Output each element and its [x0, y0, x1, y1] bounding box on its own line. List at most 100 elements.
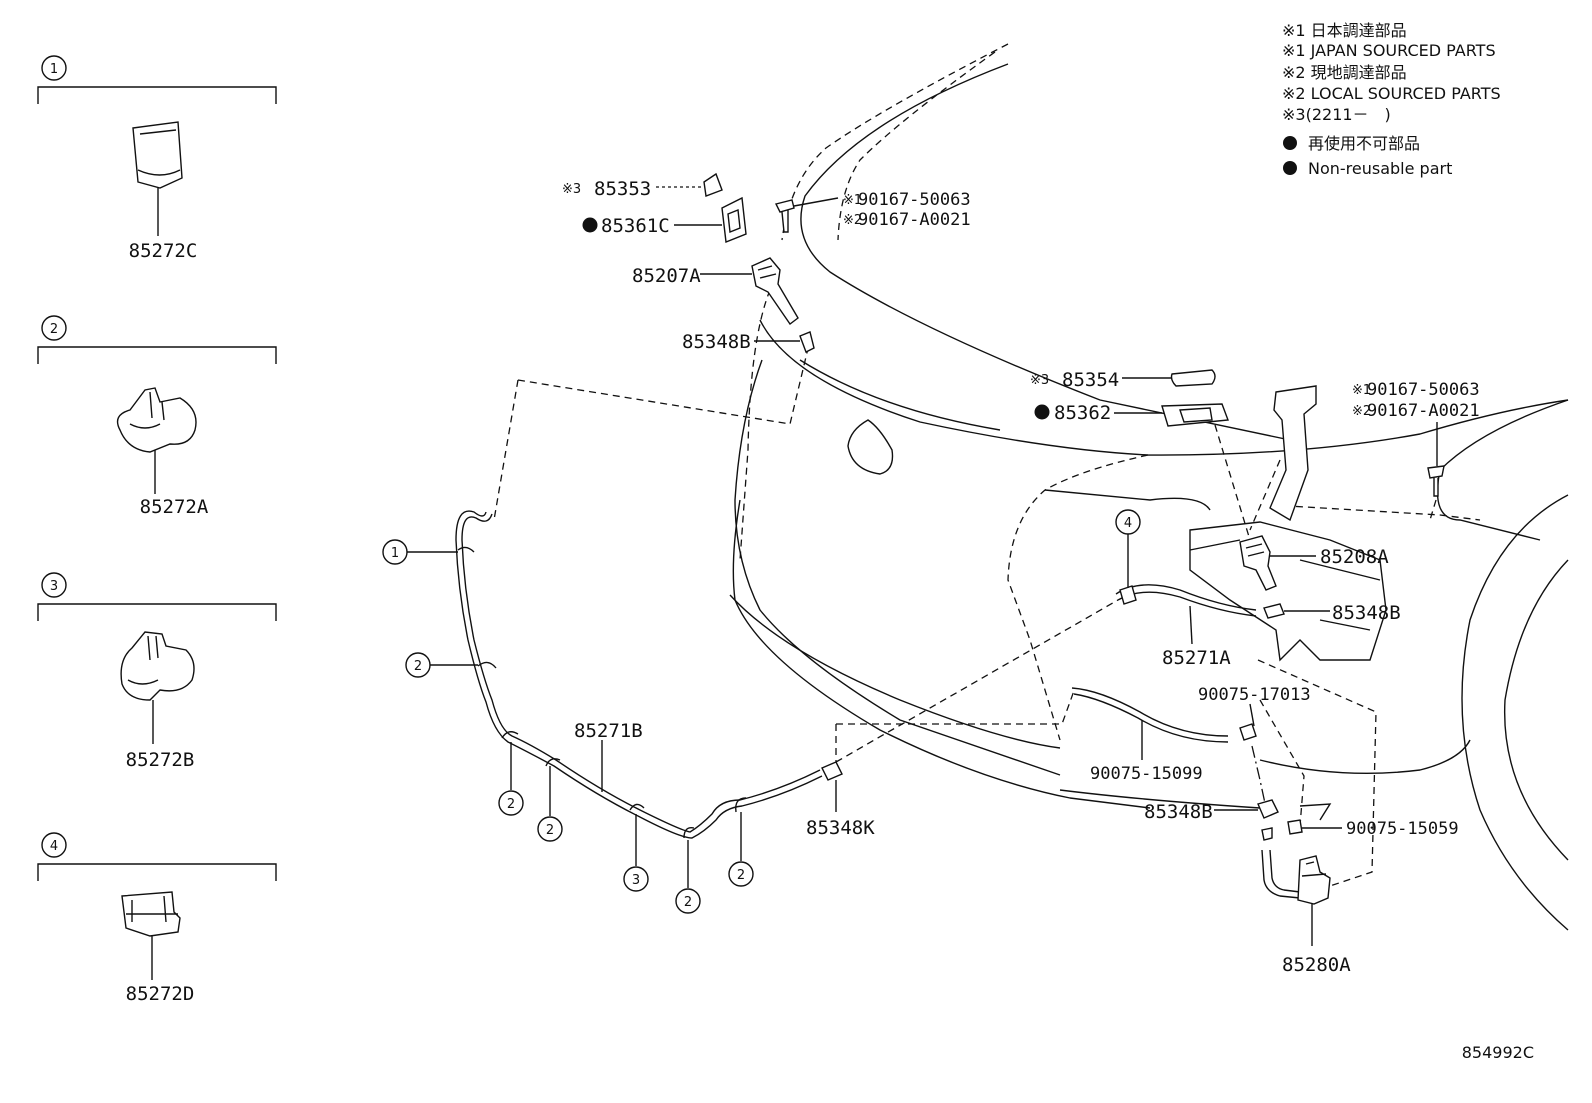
part-number-label: 85207A [632, 265, 701, 287]
engine-bay-line [1271, 504, 1481, 521]
pump-route-line [1251, 745, 1267, 809]
hose-route-line [835, 599, 1119, 763]
headlamp-cleaner-cap-85353-icon [703, 172, 723, 197]
pump-detail [1301, 861, 1327, 877]
fender-lower-line [1259, 739, 1471, 775]
part-number-label: 85361C [601, 215, 670, 237]
washer-nozzle-85208a-icon [1239, 535, 1277, 591]
part-number-label: 85280A [1282, 954, 1351, 976]
part-number-label: 85348B [1332, 602, 1401, 624]
hose-line [461, 513, 821, 833]
part-number-label: 85348K [806, 817, 875, 839]
hose-marker-number: 2 [414, 659, 422, 674]
hose-joint-icon [1263, 603, 1285, 619]
clip-panel-4: 4 85272D [37, 832, 277, 1005]
part-number-label: 85272D [126, 983, 195, 1005]
hose-marker-number: 2 [546, 823, 554, 838]
washer-hose-85271a [1115, 584, 1257, 611]
clip-index-circle [41, 315, 67, 341]
cover-85361c-icon [721, 196, 747, 243]
part-number-label: 85353 [594, 178, 651, 200]
clip-index-circle [41, 832, 67, 858]
hose-clip-icon [477, 661, 497, 669]
vehicle-body-solid [729, 63, 1569, 931]
hose-clip-icon [735, 797, 747, 813]
part-number-label: 90167-50063 [858, 190, 971, 210]
hose-clip-icon [501, 731, 519, 739]
bolt-icon [1427, 465, 1445, 497]
bumper-contour [734, 359, 1061, 776]
bumper-edge-line [1299, 803, 1332, 821]
pump-route-line [1257, 659, 1377, 887]
hose-clip-icon [629, 803, 645, 811]
part-number-label: 85271B [574, 720, 643, 742]
non-reusable-dot-icon [1034, 404, 1050, 420]
clip-bracket [37, 86, 277, 104]
part-number-label: 85348B [1144, 801, 1213, 823]
washer-tank-body [1189, 521, 1387, 662]
wheel-arch-outer [1461, 494, 1569, 931]
clip-85272a-icon [116, 387, 197, 453]
note-mark: ※1 [1352, 383, 1371, 398]
legend-non-reusable-en: Non-reusable part [1308, 159, 1452, 178]
engine-bay-line [1249, 459, 1281, 531]
hose-clip-icon [1119, 585, 1137, 605]
hose-marker-number: 2 [684, 895, 692, 910]
nozzle-detail [1245, 543, 1265, 557]
part-number-label: 85208A [1320, 546, 1389, 568]
hose-route-line [493, 379, 519, 521]
body-contour [739, 289, 771, 561]
bumper-lower-contour [732, 499, 1151, 809]
non-reusable-dot-icon [1283, 136, 1297, 150]
nozzle-detail [757, 265, 777, 279]
hose-marker-circle [728, 861, 754, 887]
part-number-label: 90167-50063 [1367, 380, 1480, 400]
clip-85272c-icon [132, 121, 183, 189]
clip-index-circle [41, 55, 67, 81]
washer-filler-neck [1269, 385, 1317, 522]
note-mark: ※2 [843, 213, 862, 228]
hood-front-line [759, 319, 1569, 456]
headlamp-edge [1044, 489, 1211, 511]
washer-tank-detail [1189, 539, 1381, 631]
note-mark: ※3 [562, 182, 581, 197]
hose-marker-circle [498, 790, 524, 816]
clip-bracket [37, 603, 277, 621]
part-number-label: 85271A [1162, 647, 1231, 669]
bolt-icon [774, 199, 795, 233]
emblem-recess [847, 419, 894, 475]
leader-line [1189, 605, 1193, 645]
legend-line-japan-jp: ※1 日本調達部品 [1282, 21, 1407, 40]
hose-joint-icon [1261, 827, 1273, 841]
clip-index-number: 4 [50, 839, 58, 854]
pump-route-line [1259, 699, 1305, 827]
part-number-label: 85272A [140, 496, 209, 518]
hose-clip-icon [545, 758, 561, 767]
clip-index-number: 1 [50, 62, 58, 77]
part-number-label: 90167-A0021 [1367, 401, 1480, 421]
part-number-label: 85272C [129, 240, 198, 262]
legend-line-date: ※3(2211－ ) [1282, 105, 1391, 124]
part-number-label: 85362 [1054, 402, 1111, 424]
headlamp-cleaner-cap-85354-icon [1170, 369, 1216, 387]
hose-marker-circle [623, 866, 649, 892]
clip-panel-2: 2 85272A [37, 315, 277, 518]
fender-line [1436, 399, 1569, 541]
hose-marker-circle [675, 888, 701, 914]
figure-code: 854992C [1462, 1043, 1534, 1062]
clip-detail [129, 391, 165, 429]
part-number-label: 85272B [126, 749, 195, 771]
part-number-label: 85354 [1062, 369, 1119, 391]
hose-marker-number: 3 [632, 873, 640, 888]
hose-marker-number: 2 [737, 868, 745, 883]
hose-clip-icon [683, 827, 695, 839]
legend: ※1 日本調達部品 ※1 JAPAN SOURCED PARTS ※2 現地調達… [1282, 21, 1501, 178]
hose-marker-circle [537, 816, 563, 842]
clip-index-number: 3 [50, 579, 58, 594]
fender-contour [1007, 454, 1149, 741]
hose-clip-icon [457, 546, 475, 553]
hose-joint-icon [799, 331, 815, 353]
part-number-label: 90075-15099 [1090, 764, 1203, 784]
note-mark: ※1 [843, 193, 862, 208]
hose-markers: 1 2 2 2 3 2 2 [382, 539, 754, 914]
